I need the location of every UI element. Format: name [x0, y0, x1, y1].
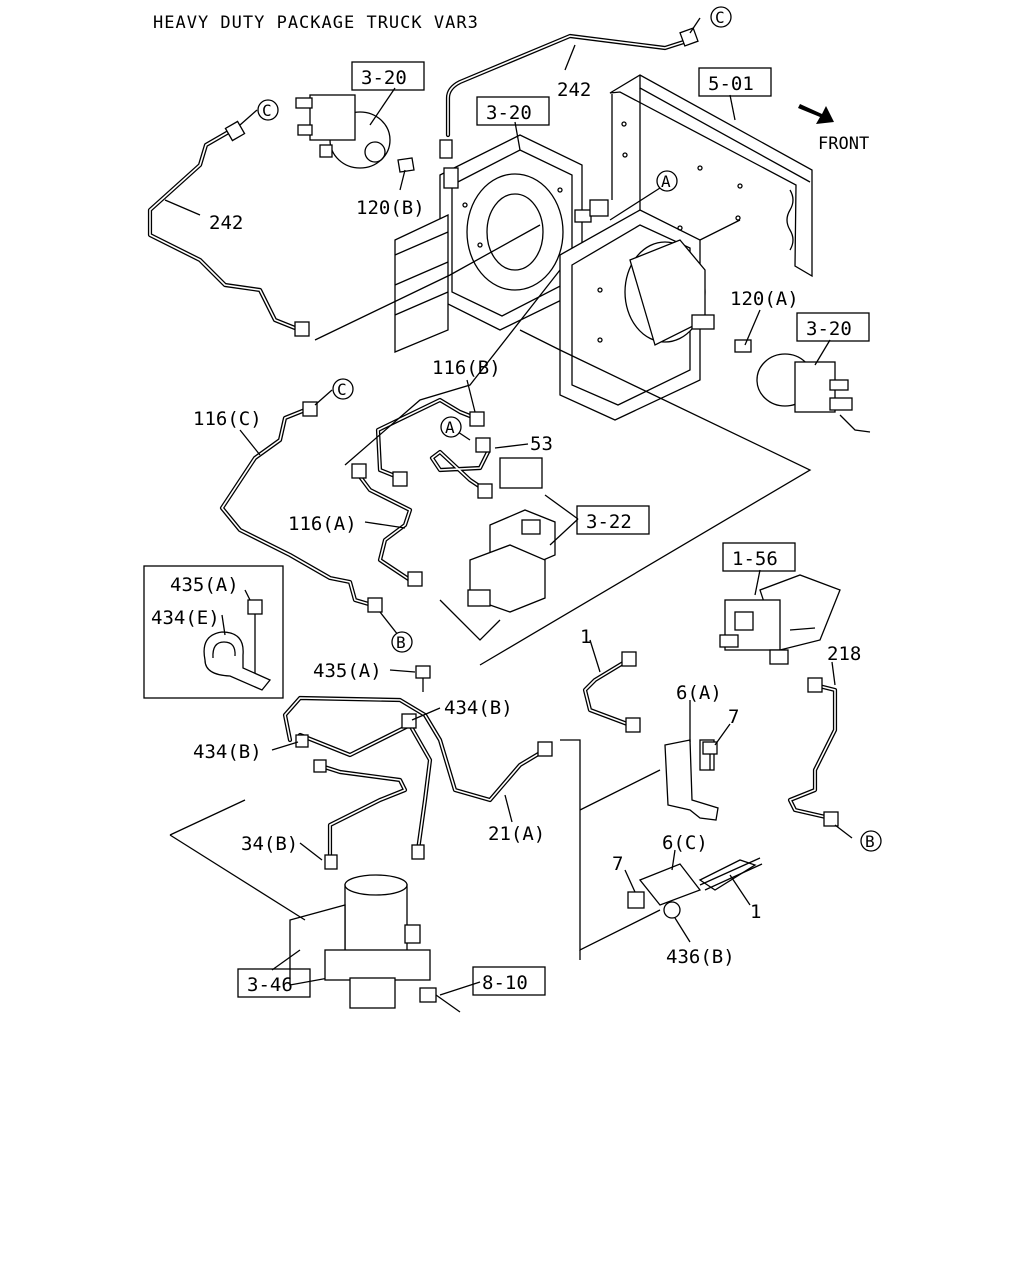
- bolt-7: [702, 741, 718, 770]
- boxed-ref-3-22: 3-22: [576, 505, 650, 535]
- callout-434b-right: 434(B): [444, 697, 513, 719]
- callout-1-hose: 1: [580, 626, 591, 648]
- sensor: [419, 987, 461, 1013]
- modulator-valve: [719, 574, 841, 665]
- svg-text:C: C: [715, 8, 725, 27]
- marker-a-top: A: [656, 170, 678, 192]
- pipe-242-top: [445, 33, 693, 138]
- pipe-53: [429, 442, 491, 493]
- svg-text:5-01: 5-01: [708, 73, 754, 95]
- marker-c-left: C: [257, 99, 279, 121]
- svg-text:3-46: 3-46: [247, 974, 293, 996]
- svg-text:A: A: [445, 418, 455, 437]
- pipe-fittings: [224, 27, 839, 870]
- svg-text:8-10: 8-10: [482, 972, 528, 994]
- callout-436b: 436(B): [666, 946, 735, 968]
- boxed-ref-5-01: 5-01: [698, 67, 772, 97]
- pipe-1-hose: [582, 657, 633, 728]
- svg-text:3-20: 3-20: [486, 102, 532, 124]
- svg-text:B: B: [865, 832, 875, 851]
- leader-lines: [164, 17, 853, 996]
- marker-a-mid: A: [440, 416, 462, 438]
- svg-text:C: C: [262, 101, 272, 120]
- svg-text:C: C: [337, 380, 347, 399]
- relay-valve-right: [734, 339, 871, 433]
- callout-34b: 34(B): [241, 833, 298, 855]
- frame-rail: [609, 74, 813, 278]
- pipe-116a: [352, 467, 413, 583]
- callout-242-top: 242: [557, 79, 591, 101]
- bracket-6c: [627, 859, 757, 919]
- callout-7-upper: 7: [728, 706, 739, 728]
- svg-text:3-20: 3-20: [806, 318, 852, 340]
- callout-435a-inset: 435(A): [170, 574, 239, 596]
- pipe-242-left: [147, 127, 303, 333]
- callout-6c: 6(C): [662, 832, 708, 854]
- front-label: FRONT: [818, 134, 869, 154]
- assembly-reference-lines: [169, 219, 812, 960]
- boxed-ref-3-20-top: 3-20: [351, 61, 425, 91]
- callout-1-rod: 1: [750, 901, 761, 923]
- diagram-title: HEAVY DUTY PACKAGE TRUCK VAR3: [153, 13, 479, 33]
- marker-b-mid: B: [391, 631, 413, 653]
- callout-116a: 116(A): [288, 513, 357, 535]
- boxed-ref-3-20-right: 3-20: [796, 312, 870, 342]
- callout-120a: 120(A): [730, 288, 799, 310]
- pipe-218: [787, 682, 838, 821]
- front-arrow-icon: [798, 104, 834, 124]
- callout-7-lower: 7: [612, 853, 623, 875]
- marker-c-mid: C: [332, 378, 354, 400]
- boxed-ref-8-10: 8-10: [472, 966, 546, 996]
- air-dryer: [289, 874, 431, 1009]
- relay-valve-left: [295, 94, 415, 173]
- pipe-34b: [297, 722, 433, 863]
- callout-53: 53: [530, 433, 553, 455]
- callout-434e: 434(E): [151, 607, 220, 629]
- pipe-116c: [219, 407, 375, 608]
- callout-116b: 116(B): [432, 357, 501, 379]
- svg-text:3-20: 3-20: [361, 67, 407, 89]
- marker-b-right: B: [860, 830, 882, 852]
- callout-6a: 6(A): [676, 682, 722, 704]
- svg-text:A: A: [661, 172, 671, 191]
- boxed-ref-3-20-mid: 3-20: [476, 96, 550, 126]
- callout-218: 218: [827, 643, 861, 665]
- boxed-ref-1-56: 1-56: [722, 542, 796, 572]
- valve-cluster: [467, 457, 556, 613]
- callout-120b: 120(B): [356, 197, 425, 219]
- svg-text:B: B: [396, 633, 406, 652]
- callout-21a: 21(A): [488, 823, 545, 845]
- svg-text:1-56: 1-56: [732, 548, 778, 570]
- marker-c-top: C: [710, 6, 732, 28]
- callout-242-left: 242: [209, 212, 243, 234]
- pipe-21a: [282, 695, 548, 803]
- callout-116c: 116(C): [193, 408, 262, 430]
- boxed-ref-3-46: 3-46: [237, 968, 311, 998]
- rod-1: [699, 857, 763, 891]
- callout-435a: 435(A): [313, 660, 382, 682]
- pipe-116b: [375, 397, 478, 481]
- svg-text:3-22: 3-22: [586, 511, 632, 533]
- bolt-435a: [415, 665, 431, 692]
- clip-detail-inset: [143, 565, 284, 699]
- callout-434b-left: 434(B): [193, 741, 262, 763]
